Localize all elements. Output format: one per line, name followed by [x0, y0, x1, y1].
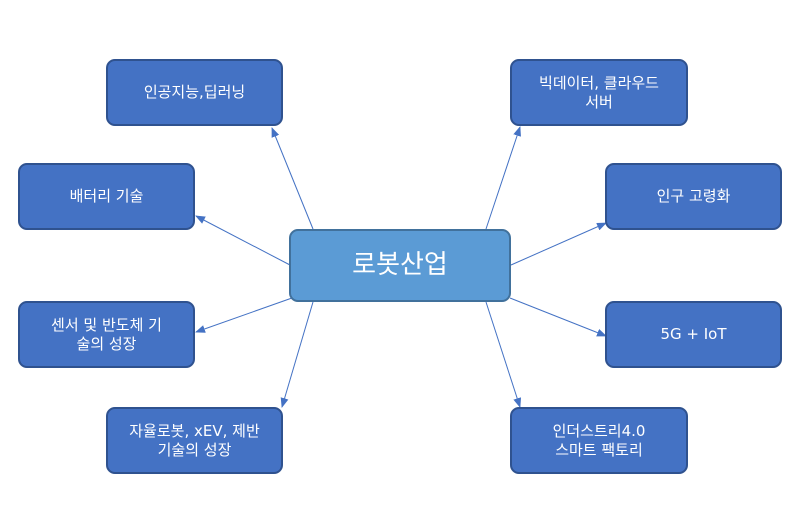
node-bigdata: 빅데이터, 클라우드 서버 [510, 59, 688, 126]
node-sensor: 센서 및 반도체 기 술의 성장 [18, 301, 195, 368]
arrow-to-aging [510, 222, 607, 266]
arrow-to-ai [271, 127, 314, 230]
arrow-to-sensor [195, 297, 293, 333]
center-node-robot-industry: 로봇산업 [289, 229, 511, 302]
node-industry: 인더스트리4.0 스마트 팩토리 [510, 407, 688, 474]
arrow-to-battery [195, 215, 291, 266]
node-battery: 배터리 기술 [18, 163, 195, 230]
arrow-to-autonomous [280, 301, 314, 408]
node-5g: 5G + IoT [605, 301, 782, 368]
node-aging: 인구 고령화 [605, 163, 782, 230]
arrow-to-5g [509, 297, 607, 337]
arrow-to-bigdata [485, 126, 521, 230]
arrow-to-industry [485, 301, 522, 408]
node-ai: 인공지능,딥러닝 [106, 59, 283, 126]
node-autonomous: 자율로봇, xEV, 제반 기술의 성장 [106, 407, 283, 474]
